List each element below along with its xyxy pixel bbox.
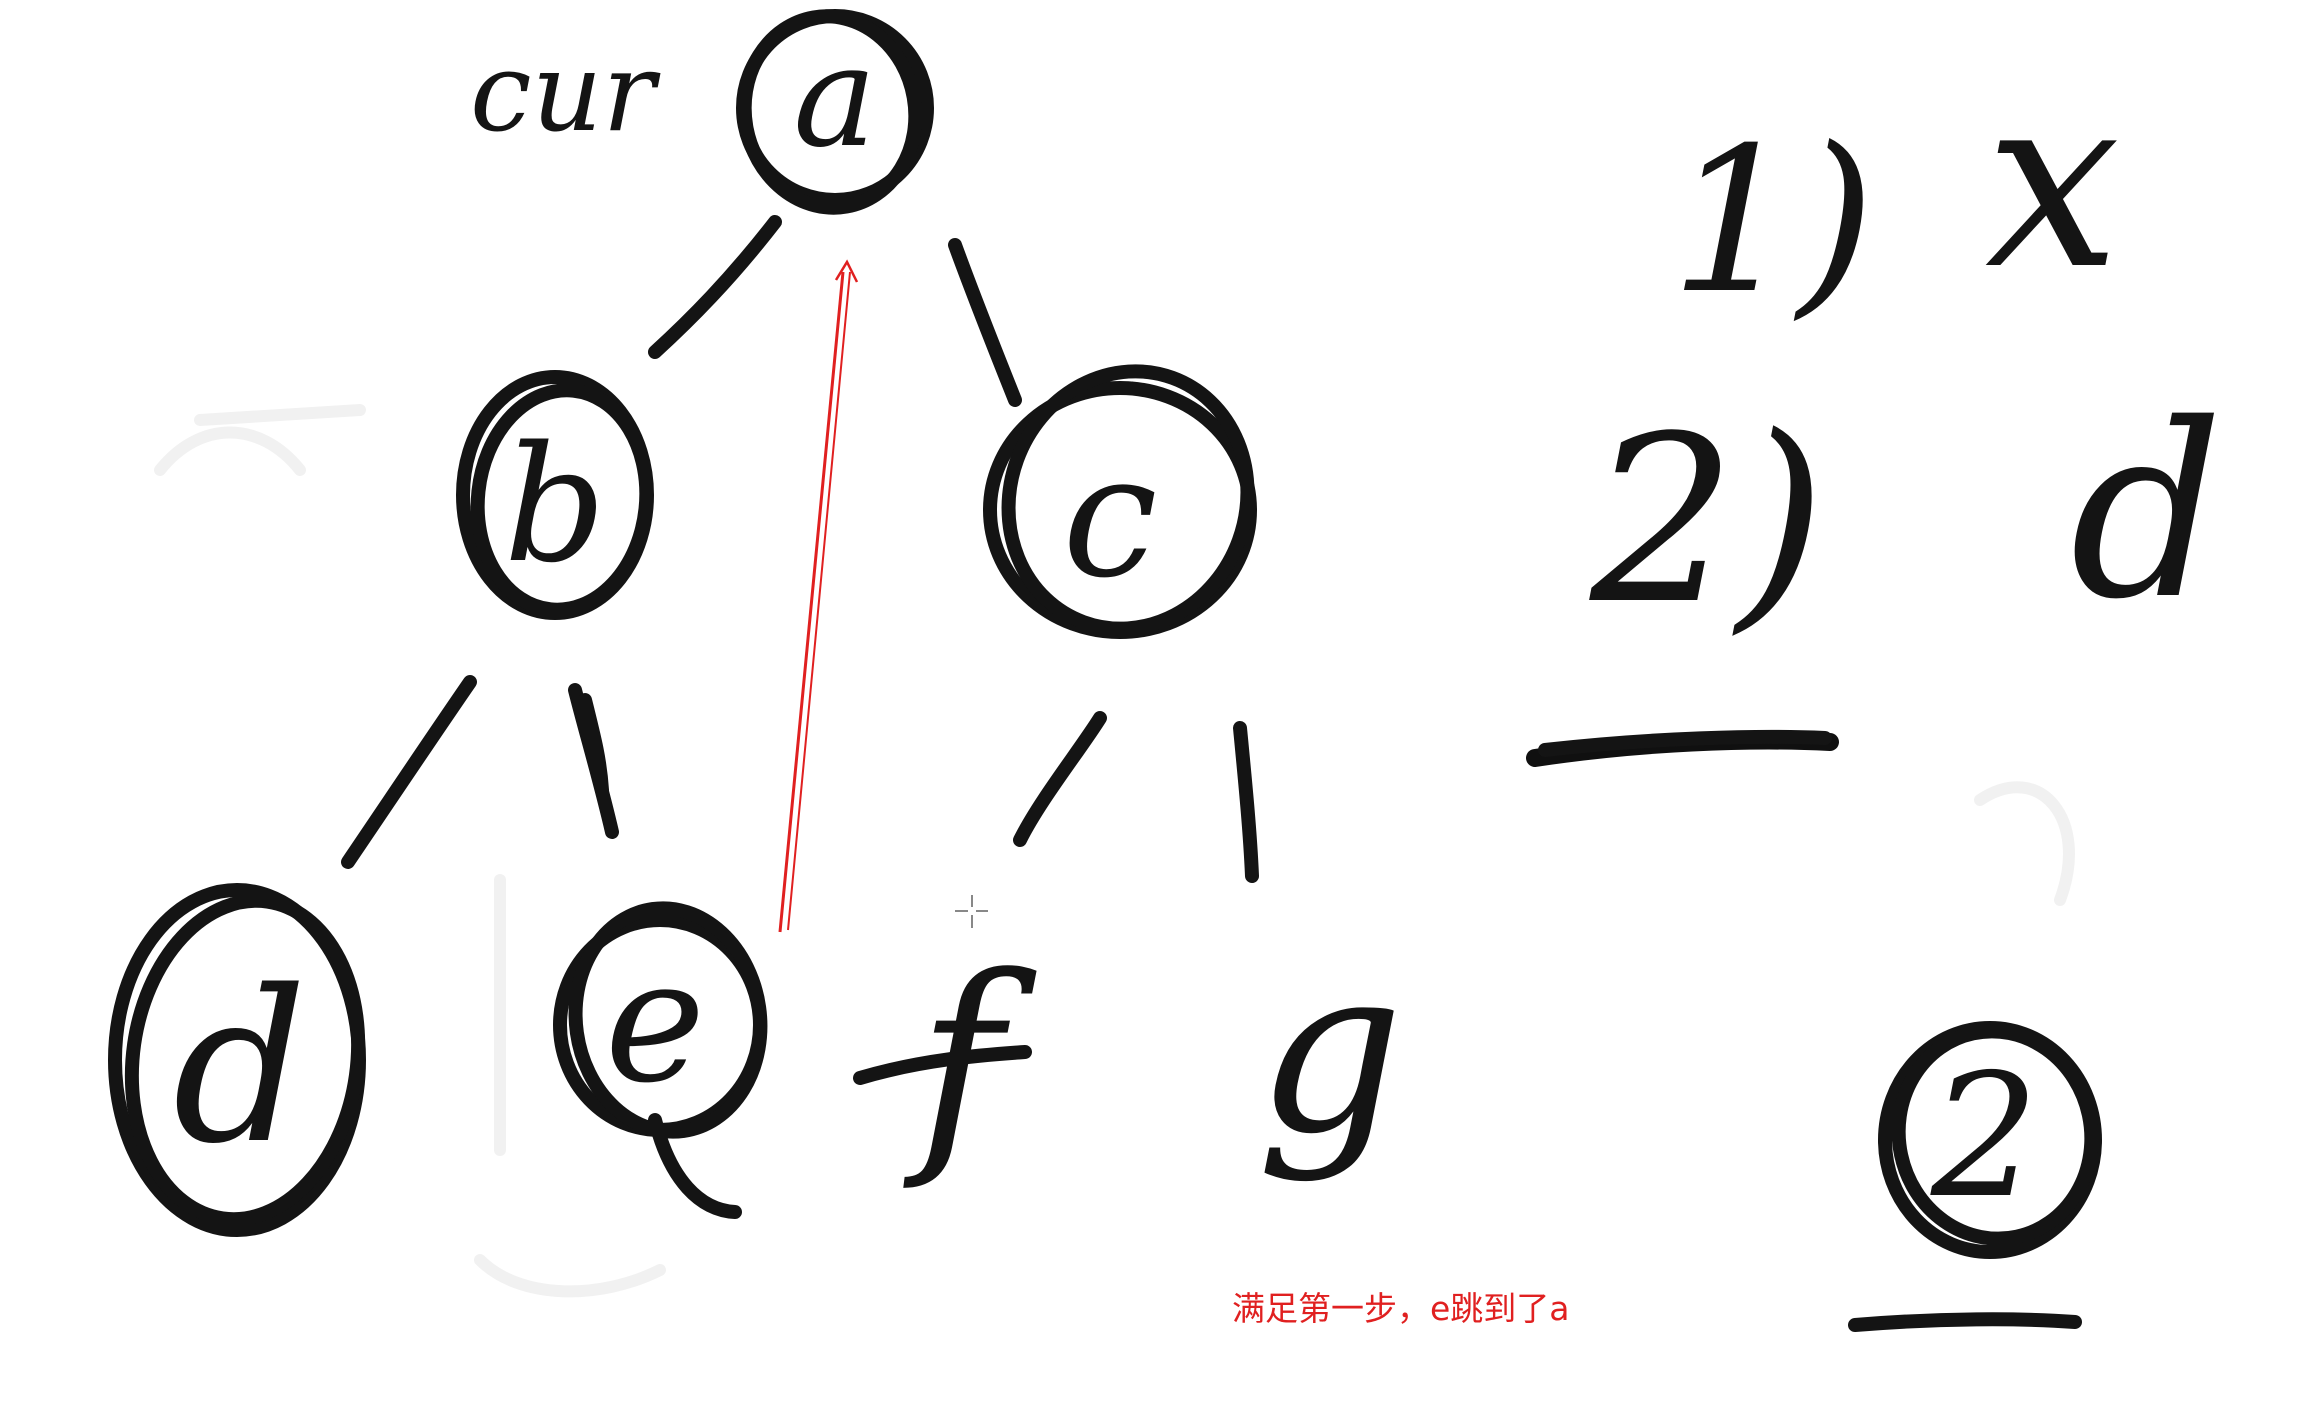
cur-label-text: cur — [470, 28, 661, 156]
node-g-label: g — [1256, 918, 1403, 1185]
annotation-text: 满足第一步，e跳到了a — [1232, 1289, 1570, 1328]
edge-c-f — [1013, 711, 1107, 847]
note-step-2-marker: 2) — [1589, 388, 1826, 655]
tree-node-c: c — [983, 364, 1257, 639]
circled-value-text: 2 — [1930, 1038, 2039, 1236]
note-step-1: 1) x — [1670, 42, 2120, 338]
tree-node-d: d — [108, 883, 366, 1237]
node-b-label: b — [504, 411, 606, 598]
node-d-label: d — [173, 945, 307, 1190]
ghost-strokes — [154, 404, 2075, 1298]
tree-node-g: g — [1256, 918, 1403, 1185]
node-c-label: c — [1062, 418, 1157, 616]
cur-label: cur — [470, 28, 661, 156]
jump-arrow-e-to-a — [778, 259, 859, 933]
note-step-2: 2) d — [1526, 372, 2224, 767]
tree-node-a: a — [736, 9, 934, 215]
tree-edges-level-1 — [648, 215, 1022, 407]
edge-a-b — [648, 215, 782, 359]
cursor-crosshair-icon — [955, 895, 988, 928]
note-step-1-marker: 1) — [1670, 105, 1875, 338]
edge-b-d — [341, 675, 477, 869]
circled-value-underline — [1848, 1312, 2082, 1332]
node-e-label: e — [605, 923, 706, 1121]
tree-node-e: e — [553, 901, 768, 1219]
edge-c-g — [1233, 721, 1259, 883]
edge-a-c — [948, 238, 1022, 407]
note-step-2-value: d — [2070, 372, 2224, 652]
note-step-1-value: x — [1985, 42, 2120, 322]
tree-node-b: b — [456, 370, 654, 620]
tree-edges-level-2 — [341, 675, 1259, 883]
note-circled-value: 2 — [1848, 1021, 2102, 1332]
node-a-label: a — [793, 16, 876, 179]
tree-node-f: f — [853, 928, 1037, 1195]
